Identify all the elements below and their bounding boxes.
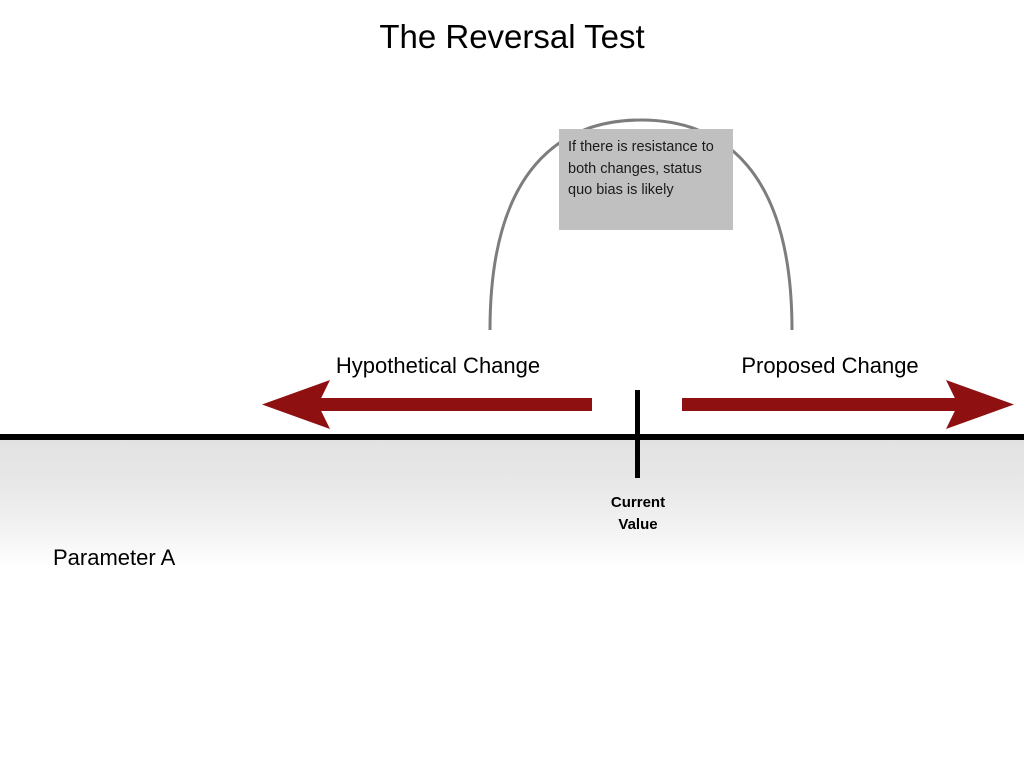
current-value-label-line1: Current (610, 494, 666, 511)
proposed-arrow-shaft (682, 398, 958, 411)
proposed-change-label: Proposed Change (741, 353, 919, 378)
hypothetical-arrow-head (262, 380, 330, 429)
parameter-a-label: Parameter A (53, 545, 176, 570)
proposed-arrow-head (946, 380, 1014, 429)
parameter-band (0, 440, 1024, 568)
hypothetical-arrow-shaft (316, 398, 592, 411)
page-title: The Reversal Test (379, 18, 645, 55)
status-quo-callout-box: If there is resistance to both changes, … (559, 129, 733, 230)
current-value-label-line2: Value (618, 516, 658, 533)
current-value-label: Current Value (538, 492, 738, 536)
parameter-axis-line (0, 434, 1024, 440)
hypothetical-change-arrow (262, 380, 592, 429)
status-quo-callout-text: If there is resistance to both changes, … (568, 139, 714, 198)
hypothetical-change-label: Hypothetical Change (335, 353, 541, 378)
proposed-change-arrow (682, 380, 1014, 429)
connector-arc (488, 118, 794, 331)
current-value-tick (635, 390, 640, 478)
